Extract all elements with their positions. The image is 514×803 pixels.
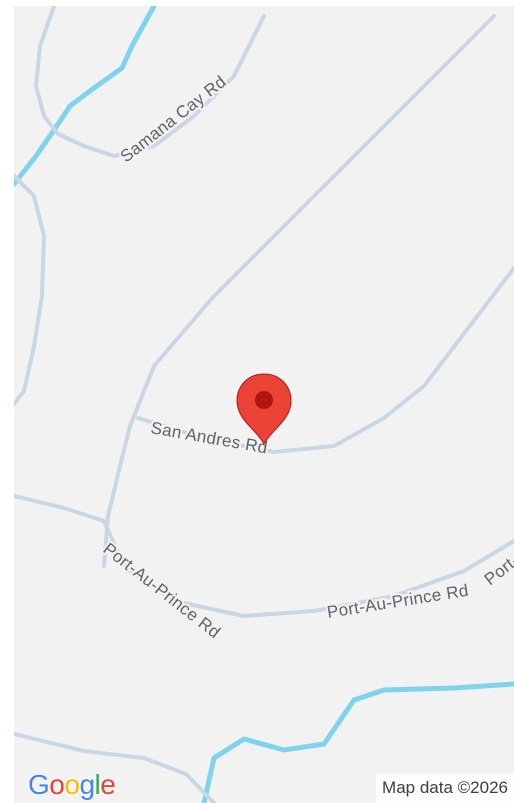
road-san-andres (136, 266, 514, 454)
road-left-vertical (14, 173, 46, 406)
road-label-port-au-prince-2: Port-Au-Prince Rd (326, 581, 470, 622)
marker-dot (255, 391, 273, 409)
map-attribution[interactable]: Map data ©2026 (376, 774, 514, 803)
water-stream-top (14, 6, 157, 187)
map-viewport[interactable]: Samana Cay Rd San Andres Rd Port-Au-Prin… (14, 6, 514, 803)
road-top-left-curve (34, 6, 116, 158)
road-label-port-au-prince-1: Port-Au-Prince Rd (100, 539, 224, 642)
road-label-samana-cay: Samana Cay Rd (117, 72, 230, 166)
google-logo-letter: o (64, 769, 80, 800)
road-port-au-prince (102, 519, 514, 618)
google-logo-letter: G (28, 769, 50, 800)
road-diagonal-main (136, 14, 496, 408)
road-label-port-au-prince-3: Port-Au-Prince Rd (481, 486, 514, 589)
water-stream-bottom (201, 681, 514, 803)
google-logo-letter: o (49, 769, 65, 800)
road-bottom-left (14, 732, 216, 803)
google-logo-letter: g (79, 769, 95, 800)
road-samana-cay (112, 14, 266, 158)
road-left-horizontal (14, 494, 106, 523)
road-vertical-connector (102, 404, 140, 568)
google-logo-letter: l (94, 769, 101, 800)
location-marker[interactable] (236, 373, 292, 446)
google-logo-letter: e (100, 769, 116, 800)
google-logo[interactable]: Google (28, 769, 116, 801)
map-canvas[interactable]: Samana Cay Rd San Andres Rd Port-Au-Prin… (14, 6, 514, 803)
